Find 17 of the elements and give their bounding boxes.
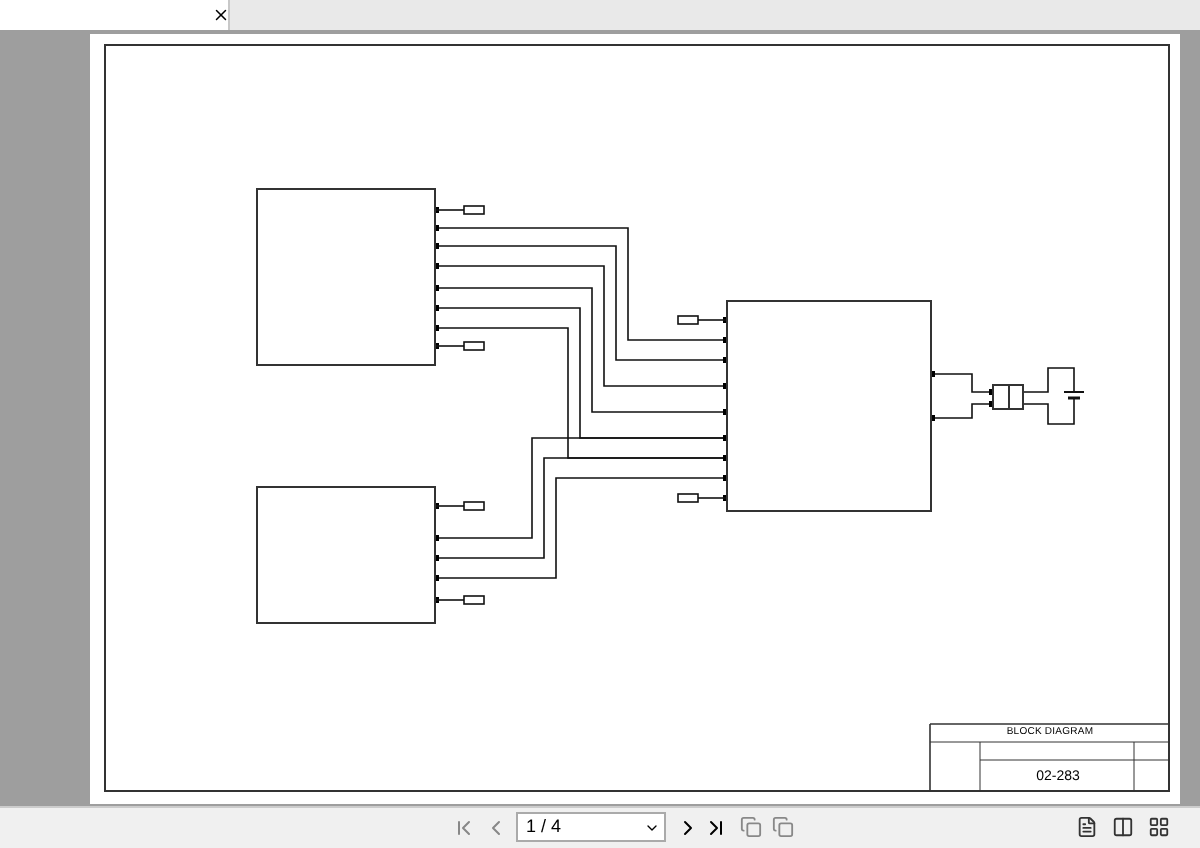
wire — [435, 437, 727, 539]
module-box — [256, 486, 436, 624]
battery-symbol — [1064, 376, 1084, 416]
module-box — [726, 300, 932, 512]
wire — [1023, 367, 1075, 393]
converter-box — [992, 384, 1024, 410]
wire — [435, 287, 727, 413]
wire — [931, 403, 993, 419]
page-field: 1 / 4 — [516, 812, 666, 842]
wire — [435, 227, 727, 341]
wire — [435, 457, 727, 559]
wire — [931, 373, 993, 393]
wire — [435, 477, 727, 579]
wire — [435, 265, 727, 387]
module-box — [256, 188, 436, 366]
wire — [1023, 403, 1075, 425]
wire — [435, 245, 727, 361]
